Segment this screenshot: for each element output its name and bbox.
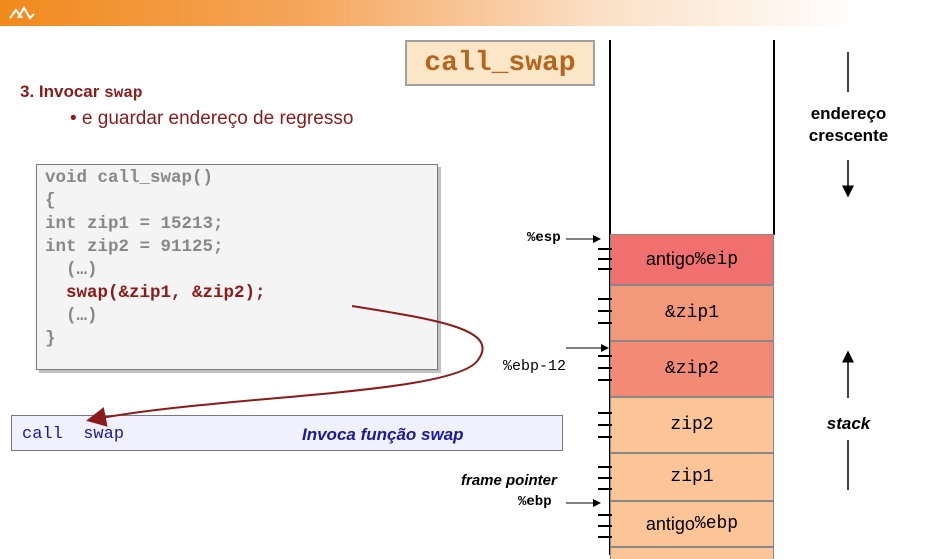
code-line: { <box>45 191 56 211</box>
top-banner <box>0 0 860 26</box>
byte-tick <box>598 248 612 250</box>
stack-cell-zip2-addr: &zip2 <box>610 341 774 397</box>
byte-tick <box>598 514 612 516</box>
stack-cell-zip1-addr: &zip1 <box>610 285 774 341</box>
byte-tick <box>598 379 612 381</box>
ebp-label: %ebp <box>518 494 552 510</box>
step-heading-code: swap <box>104 84 143 102</box>
stack-cell-text: antigo <box>645 249 695 269</box>
stack-cell-text: zip1 <box>670 467 714 487</box>
byte-tick <box>598 412 612 414</box>
address-growth-label-1: endereço <box>810 104 887 123</box>
stack-cell-old-ebp: antigo %ebp <box>610 501 774 547</box>
step-bullet: • e guardar endereço de regresso <box>70 108 354 129</box>
stack-cell-register: %eip <box>694 249 739 270</box>
code-line: int zip2 = 91125; <box>45 237 224 257</box>
code-block: void call_swap() { int zip1 = 15213; int… <box>36 164 438 370</box>
slide-title: call_swap <box>405 40 595 86</box>
stack-cell-register: %ebp <box>694 514 739 534</box>
byte-tick <box>598 436 612 438</box>
call-instruction: call swap <box>22 425 125 444</box>
code-line: } <box>45 329 56 349</box>
stack-cell-text: antigo <box>645 513 695 534</box>
byte-tick <box>598 466 612 468</box>
esp-label: %esp <box>527 230 561 246</box>
chevron-logo-icon <box>9 6 35 20</box>
code-line: (…) <box>45 306 98 326</box>
stack-growth-label: stack <box>826 414 871 433</box>
byte-tick <box>598 525 612 527</box>
frame-pointer-label: frame pointer <box>461 472 557 489</box>
stack-cell-old-eip: antigo %eip <box>610 234 774 285</box>
stack-cell-text: &zip1 <box>664 303 719 323</box>
call-comment: Invoca função swap <box>302 425 464 444</box>
byte-tick <box>598 268 612 270</box>
byte-tick <box>598 322 612 324</box>
address-growth-label-2: crescente <box>808 126 889 145</box>
code-line: void call_swap() <box>45 168 214 188</box>
stack-cell-text: &zip2 <box>664 359 719 379</box>
byte-tick <box>598 258 612 260</box>
byte-tick <box>598 367 612 369</box>
code-line: (…) <box>45 260 98 280</box>
byte-tick <box>598 310 612 312</box>
code-line-highlighted: swap(&zip1, &zip2); <box>45 283 266 303</box>
stack-cell-text: zip2 <box>670 415 714 435</box>
byte-tick <box>598 355 612 357</box>
step-heading: 3. Invocar swap <box>20 82 143 102</box>
byte-tick <box>598 536 612 538</box>
call-flow-arrow-icon <box>86 305 484 427</box>
ebp-minus-12-label: %ebp-12 <box>503 358 567 375</box>
stack-cell-zip1: zip1 <box>610 453 774 501</box>
code-line: int zip1 = 15213; <box>45 214 224 234</box>
byte-tick <box>598 298 612 300</box>
byte-tick <box>598 488 612 490</box>
step-heading-text: 3. Invocar <box>20 82 105 101</box>
byte-tick <box>598 424 612 426</box>
byte-tick <box>598 477 612 479</box>
stack-right-rail <box>773 40 775 235</box>
